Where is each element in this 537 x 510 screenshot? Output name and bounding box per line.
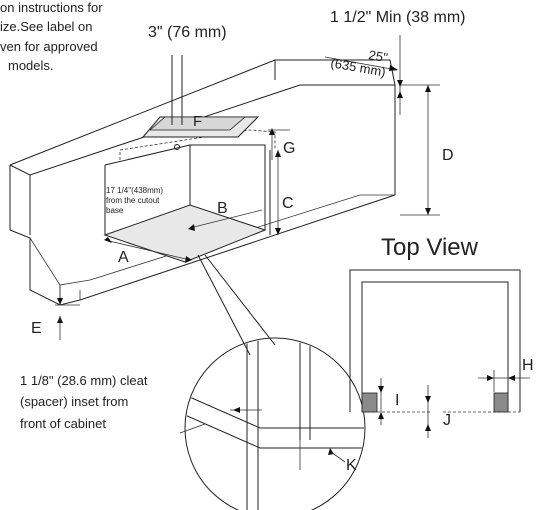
leader-line-right [204,254,276,346]
base-note-line-1: 17 1/4"(438mm) [106,186,163,195]
base-inner [29,237,61,286]
base-note-line-2: from the cutout [106,196,160,205]
leader-line-left [197,254,251,356]
detail-callout [179,337,366,510]
cleat-note-line-2: (spacer) inset from [20,394,128,409]
dim-a-arrow-right [185,256,192,263]
cabinet-base [9,194,396,306]
detail-shelf-top [186,394,364,429]
note-line-3: ven for approved [0,39,98,54]
top-view-title: Top View [381,234,479,261]
label-d: D [442,147,454,164]
min-clearance-arrow-2 [397,91,403,98]
dim-h-arrow-left [487,375,494,381]
cleat-note-line-3: front of cabinet [20,416,106,431]
detail-circle [184,337,366,510]
cutout-top-dashed [119,129,276,160]
right-cleat [493,392,509,413]
label-g: G [283,140,295,157]
label-h: H [522,357,534,374]
dim-k-leader [330,451,346,463]
dim-i-arrow-top [378,386,384,393]
dim-j-arrow-top [425,396,431,403]
top-view-outer [349,269,521,412]
dim-g-arrow [269,128,275,135]
dim-b-line [189,209,263,229]
top-view-diagram [349,269,530,438]
detail-shelf-bottom [186,414,364,449]
min-clearance-arrow [397,80,403,87]
label-a: A [118,249,129,266]
base-note-line-3: base [106,206,124,215]
dim-a-arrow-left [104,237,112,243]
dim-i-arrow-bottom [378,412,384,419]
note-line-2: ize.See label on [0,19,93,34]
cleat-leader [179,423,206,434]
label-k: K [346,457,357,474]
label-f: F [193,113,202,130]
dim-d-arrow-top [425,85,431,92]
cleat-note-line-1: 1 1/8" (28.6 mm) cleat [20,373,148,388]
label-e: E [31,320,42,337]
dim-h-arrow-right [508,375,515,381]
cabinet-top-edge [9,59,396,166]
note-line-1: on instructions for [0,0,103,15]
cleat-arrow-left [233,407,240,413]
left-cleat [361,392,378,413]
dim-c-arrow-top [275,150,281,157]
label-i: I [395,392,399,409]
depth-arrow [389,65,398,71]
label-b: B [217,200,228,217]
label-j: J [443,412,451,429]
vent-marker [174,144,180,150]
dim-e-arrow-top [57,298,63,305]
dim-b-arrow [188,224,195,231]
depth-line [324,56,398,71]
cabinet-drawing [9,35,440,356]
top-view-inner [361,281,509,412]
dim-c-arrow-bottom [275,228,281,235]
depth-in-label: 25" [367,47,389,65]
dim-j-arrow-bottom [425,424,431,431]
cutout-floor [103,204,267,263]
dim-d-arrow-bottom [425,208,431,215]
cutout-back [104,144,266,230]
label-c: C [282,195,294,212]
dim-a-line [104,239,191,261]
vent-plate-inner [148,116,247,131]
note-line-4: models. [8,58,54,73]
vent-width-label: 3" (76 mm) [148,24,227,41]
min-clearance-label: 1 1/2" Min (38 mm) [330,9,466,26]
